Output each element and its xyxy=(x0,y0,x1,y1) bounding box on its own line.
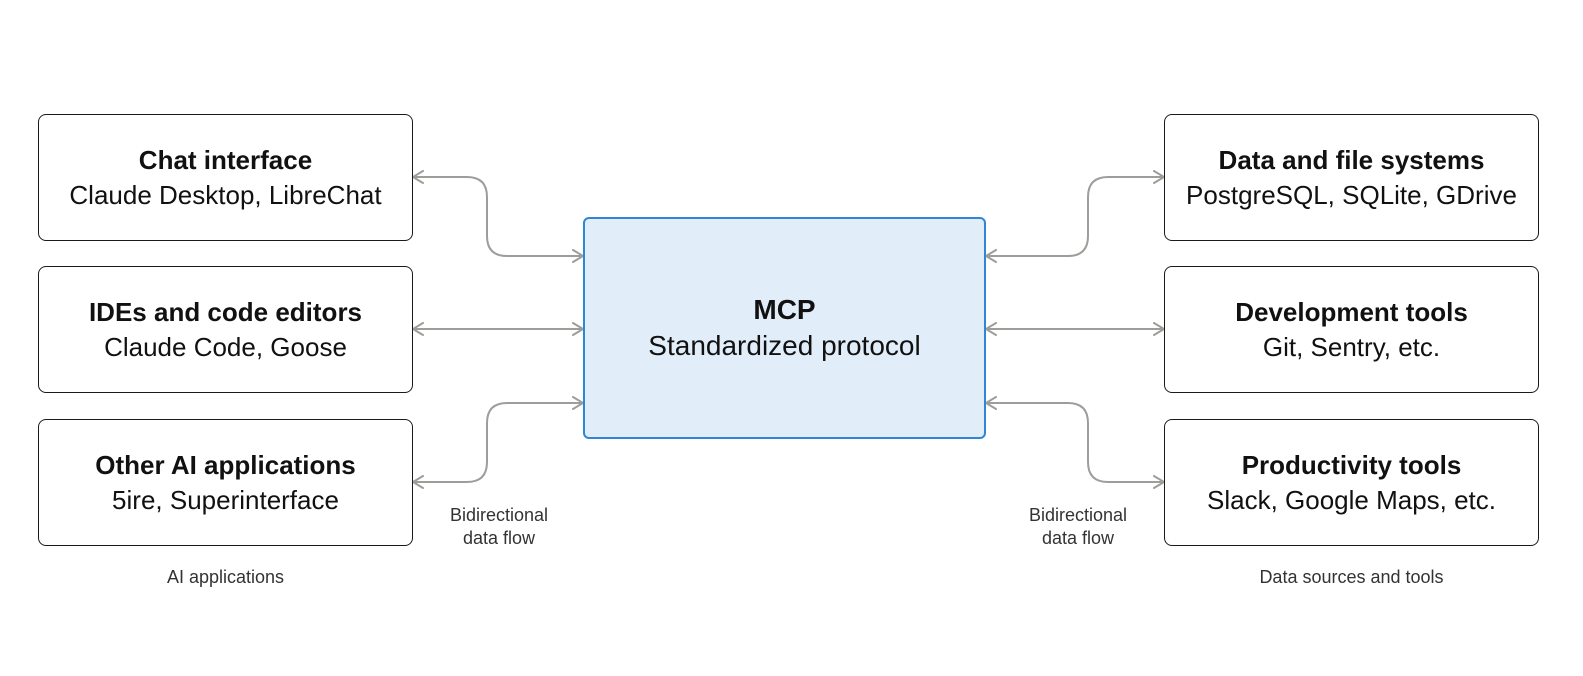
arrow-mcp-to-productivity xyxy=(985,396,1165,489)
flow-label-line: Bidirectional xyxy=(449,505,549,525)
mcp-subtitle: Standardized protocol xyxy=(648,330,921,361)
box-subtitle: Claude Code, Goose xyxy=(104,331,347,362)
box-title: Other AI applications xyxy=(95,449,356,480)
box-title: Development tools xyxy=(1235,296,1468,327)
box-title: Data and file systems xyxy=(1218,144,1485,175)
right-flow-label: Bidirectional data flow xyxy=(1008,504,1148,550)
left-group-caption: AI applications xyxy=(166,567,285,587)
box-title: Chat interface xyxy=(138,144,313,175)
mcp-title: MCP xyxy=(753,294,816,325)
flow-label-line: data flow xyxy=(1041,528,1115,548)
flow-label-line: Bidirectional xyxy=(1028,505,1128,525)
mcp-box: MCP Standardized protocol xyxy=(583,217,986,439)
arrow-mcp-to-data xyxy=(985,170,1165,263)
arrow-chat-to-mcp xyxy=(412,170,584,263)
box-subtitle: Git, Sentry, etc. xyxy=(1262,331,1441,362)
box-other-ai-applications: Other AI applications 5ire, Superinterfa… xyxy=(38,419,413,546)
box-subtitle: Claude Desktop, LibreChat xyxy=(69,179,382,210)
box-chat-interface: Chat interface Claude Desktop, LibreChat xyxy=(38,114,413,241)
left-flow-label: Bidirectional data flow xyxy=(429,504,569,550)
box-data-file-systems: Data and file systems PostgreSQL, SQLite… xyxy=(1164,114,1539,241)
box-title: Productivity tools xyxy=(1241,449,1462,480)
arrow-other-to-mcp xyxy=(412,396,584,489)
box-productivity-tools: Productivity tools Slack, Google Maps, e… xyxy=(1164,419,1539,546)
right-group-caption: Data sources and tools xyxy=(1259,567,1444,587)
box-subtitle: PostgreSQL, SQLite, GDrive xyxy=(1186,179,1517,210)
box-subtitle: 5ire, Superinterface xyxy=(112,484,339,515)
box-subtitle: Slack, Google Maps, etc. xyxy=(1206,484,1497,515)
box-development-tools: Development tools Git, Sentry, etc. xyxy=(1164,266,1539,393)
box-title: IDEs and code editors xyxy=(88,296,363,327)
flow-label-line: data flow xyxy=(462,528,536,548)
box-ides-code-editors: IDEs and code editors Claude Code, Goose xyxy=(38,266,413,393)
